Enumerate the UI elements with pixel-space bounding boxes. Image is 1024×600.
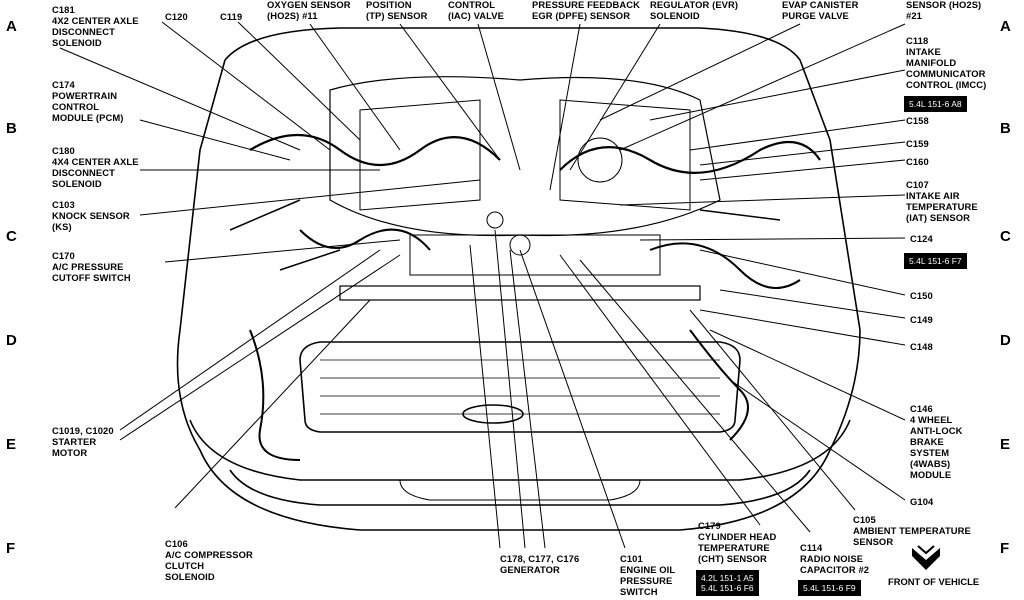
label-c1019: C1019, C1020 STARTER MOTOR: [52, 425, 114, 458]
label-c118: C118 INTAKE MANIFOLD COMMUNICATOR CONTRO…: [906, 35, 987, 90]
row-letter-a-left: A: [6, 18, 17, 35]
row-letter-c-left: C: [6, 228, 17, 245]
row-letter-f-left: F: [6, 540, 16, 557]
vehicle-outline: [176, 27, 861, 531]
label-ho2s11: OXYGEN SENSOR (HO2S) #11: [267, 0, 351, 21]
label-c178-generator: C178, C177, C176 GENERATOR: [500, 553, 580, 575]
ref-c118: 5.4L 151-6 A8: [904, 96, 967, 112]
label-evr-solenoid: REGULATOR (EVR) SOLENOID: [650, 0, 739, 21]
row-letter-b-right: B: [1000, 120, 1011, 137]
label-tp-sensor: POSITION (TP) SENSOR: [366, 0, 428, 21]
ref-c179: 4.2L 151-1 A5 5.4L 151-6 F6: [696, 570, 759, 596]
label-c160: C160: [906, 156, 929, 167]
label-c105: C105 AMBIENT TEMPERATURE SENSOR: [853, 514, 971, 547]
label-c107: C107 INTAKE AIR TEMPERATURE (IAT) SENSOR: [906, 179, 978, 223]
label-iac-valve: CONTROL (IAC) VALVE: [448, 0, 504, 21]
label-c124: C124: [910, 233, 933, 244]
label-c181: C181 4X2 CENTER AXLE DISCONNECT SOLENOID: [52, 4, 139, 48]
label-ho2s21: SENSOR (HO2S) #21: [906, 0, 982, 21]
label-c101: C101 ENGINE OIL PRESSURE SWITCH: [620, 553, 676, 597]
label-front-of-vehicle: FRONT OF VEHICLE: [888, 576, 980, 587]
row-letter-e-left: E: [6, 436, 17, 453]
ref-c114: 5.4L 151-6 F9: [798, 580, 861, 596]
label-c120: C120: [165, 11, 188, 22]
label-c149: C149: [910, 314, 933, 325]
label-c150: C150: [910, 290, 933, 301]
label-c146: C146 4 WHEEL ANTI-LOCK BRAKE SYSTEM (4WA…: [910, 403, 963, 480]
label-c179: C179 CYLINDER HEAD TEMPERATURE (CHT) SEN…: [698, 520, 777, 564]
label-c148: C148: [910, 341, 933, 352]
leader-lines: [59, 21, 906, 549]
label-c103: C103 KNOCK SENSOR (KS): [52, 199, 130, 232]
label-c174: C174 POWERTRAIN CONTROL MODULE (PCM): [52, 79, 124, 123]
row-letter-b-left: B: [6, 120, 17, 137]
row-letter-d-left: D: [6, 332, 17, 349]
label-evap-purge: EVAP CANISTER PURGE VALVE: [782, 0, 859, 21]
label-c159: C159: [906, 138, 929, 149]
down-chevron-arrow-icon: [912, 545, 940, 570]
label-c170: C170 A/C PRESSURE CUTOFF SWITCH: [52, 250, 131, 283]
label-g104: G104: [910, 496, 934, 507]
ref-c124: 5.4L 151-6 F7: [904, 253, 967, 269]
row-letter-f-right: F: [1000, 540, 1010, 557]
label-c106: C106 A/C COMPRESSOR CLUTCH SOLENOID: [165, 538, 253, 582]
label-c180: C180 4X4 CENTER AXLE DISCONNECT SOLENOID: [52, 145, 139, 189]
row-letter-d-right: D: [1000, 332, 1011, 349]
row-letter-a-right: A: [1000, 18, 1011, 35]
label-dpfe-sensor: PRESSURE FEEDBACK EGR (DPFE) SENSOR: [532, 0, 640, 21]
label-c114: C114 RADIO NOISE CAPACITOR #2: [800, 542, 870, 575]
label-c158: C158: [906, 115, 929, 126]
label-c119: C119: [220, 11, 243, 22]
row-letter-e-right: E: [1000, 436, 1011, 453]
row-letter-c-right: C: [1000, 228, 1011, 245]
